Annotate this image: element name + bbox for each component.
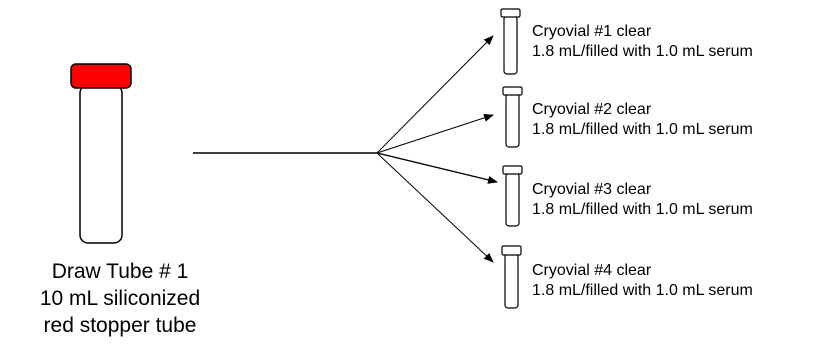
draw-tube-icon [70,63,132,244]
draw-tube-label-line1: Draw Tube # 1 [51,260,189,283]
draw-tube-cap [70,63,132,89]
cryovial-1-icon [500,8,521,75]
cryovial-2-detail: 1.8 mL/filled with 1.0 mL serum [532,121,753,138]
cryovial-4-label: Cryovial #4 clear 1.8 mL/filled with 1.0… [532,261,753,301]
draw-tube-body [79,84,123,244]
draw-tube-label: Draw Tube # 1 10 mL siliconized red stop… [30,258,210,339]
cryovial-2-label: Cryovial #2 clear 1.8 mL/filled with 1.0… [532,100,753,140]
cryovial-1-title: Cryovial #1 clear [532,23,652,40]
cryovial-3-label: Cryovial #3 clear 1.8 mL/filled with 1.0… [532,180,753,220]
cryovial-2-icon [502,86,523,148]
cryovial-3-icon [502,165,523,227]
cryovial-4-detail: 1.8 mL/filled with 1.0 mL serum [532,282,753,299]
arrow-to-cryovial-4 [376,152,494,263]
cryovial-2-title: Cryovial #2 clear [532,101,652,118]
cryovial-1-detail: 1.8 mL/filled with 1.0 mL serum [532,43,753,60]
cryovial-4-icon [501,245,522,309]
cryovial-3-detail: 1.8 mL/filled with 1.0 mL serum [532,201,753,218]
arrow-to-cryovial-3 [376,152,498,184]
cryovial-3-title: Cryovial #3 clear [532,181,652,198]
draw-tube-label-line3: red stopper tube [43,314,197,337]
cryovial-4-title: Cryovial #4 clear [532,262,652,279]
arrow-to-cryovial-2 [376,114,494,154]
arrow-to-cryovial-1 [376,35,494,154]
cryovial-1-label: Cryovial #1 clear 1.8 mL/filled with 1.0… [532,22,753,62]
draw-tube-label-line2: 10 mL siliconized [39,287,201,310]
